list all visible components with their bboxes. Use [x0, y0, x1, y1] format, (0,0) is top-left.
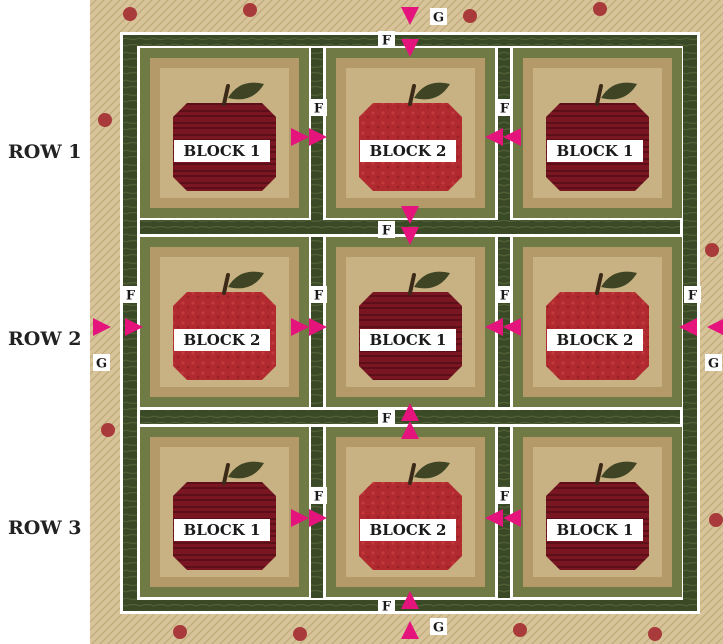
sashing-tag-f: F	[378, 31, 395, 49]
block-label: BLOCK 1	[557, 521, 634, 539]
quilt-block: BLOCK 1	[513, 48, 682, 218]
border-tag-g: G	[705, 354, 722, 372]
border-apple-print	[101, 423, 115, 437]
border-tag-g: G	[93, 354, 110, 372]
border-apple-print	[98, 113, 112, 127]
block-label: BLOCK 1	[184, 521, 261, 539]
sashing-tag-f-text: F	[314, 289, 324, 304]
sashing-tag-f: F	[310, 487, 327, 505]
sashing-tag-f: F	[496, 99, 513, 117]
quilt-block: BLOCK 1	[326, 237, 495, 407]
block-label: BLOCK 2	[370, 142, 447, 160]
sashing-tag-f: F	[496, 487, 513, 505]
border-apple-print	[593, 2, 607, 16]
sashing-tag-f-text: F	[382, 412, 392, 427]
border-apple-print	[293, 627, 307, 641]
border-apple-print	[173, 625, 187, 639]
sashing-tag-f: F	[684, 286, 701, 304]
quilt-block: BLOCK 2	[140, 237, 309, 407]
quilt-block: BLOCK 1	[140, 48, 309, 218]
block-label: BLOCK 2	[184, 331, 261, 349]
border-apple-print	[709, 513, 723, 527]
sashing-tag-f-text: F	[382, 600, 392, 615]
sashing-tag-f-text: F	[500, 102, 510, 117]
block-label: BLOCK 2	[370, 521, 447, 539]
quilt-block: BLOCK 1	[513, 427, 682, 597]
sashing-tag-f: F	[310, 286, 327, 304]
block-label: BLOCK 1	[557, 142, 634, 160]
block-label: BLOCK 2	[557, 331, 634, 349]
border-apple-print	[243, 3, 257, 17]
sashing-tag-f: F	[122, 286, 139, 304]
sashing-tag-f-text: F	[500, 490, 510, 505]
border-apple-print	[463, 9, 477, 23]
border-tag-g-text: G	[433, 11, 444, 26]
sashing-tag-f-text: F	[314, 102, 324, 117]
quilt-block: BLOCK 2	[513, 237, 682, 407]
sashing-tag-f-text: F	[688, 289, 698, 304]
sashing-tag-f: F	[378, 597, 395, 615]
sashing-tag-f: F	[378, 409, 395, 427]
sashing-tag-f: F	[496, 286, 513, 304]
sashing-tag-f: F	[310, 99, 327, 117]
block-label: BLOCK 1	[184, 142, 261, 160]
border-tag-g: G	[430, 618, 447, 636]
block-label: BLOCK 1	[370, 331, 447, 349]
sashing-tag-f-text: F	[314, 490, 324, 505]
border-tag-g: G	[430, 8, 447, 26]
border-tag-g-text: G	[96, 357, 107, 372]
border-apple-print	[705, 243, 719, 257]
sashing-tag-f-text: F	[382, 34, 392, 49]
quilt-block: BLOCK 1	[140, 427, 309, 597]
quilt-block: BLOCK 2	[326, 427, 495, 597]
border-tag-g-text: G	[708, 357, 719, 372]
border-tag-g-text: G	[433, 621, 444, 636]
border-apple-print	[123, 7, 137, 21]
sashing-tag-f-text: F	[126, 289, 136, 304]
border-apple-print	[648, 627, 662, 641]
quilt-block: BLOCK 2	[326, 48, 495, 218]
sashing-tag-f-text: F	[382, 224, 392, 239]
sashing-tag-f-text: F	[500, 289, 510, 304]
border-apple-print	[513, 623, 527, 637]
sashing-tag-f: F	[378, 221, 395, 239]
blocks-layer: BLOCK 1 BLOCK 2 BLOCK 1 BLOCK 2 BLOCK 1 BLOCK…	[140, 48, 682, 597]
